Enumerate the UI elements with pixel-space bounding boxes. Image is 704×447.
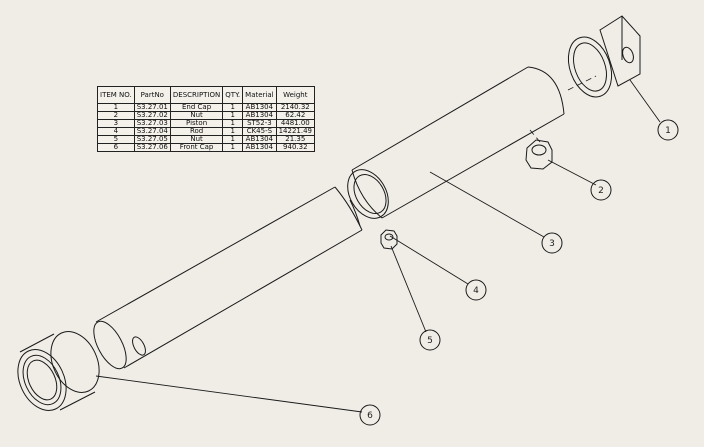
nut-part-5 [380, 229, 398, 250]
callout-3: 3 [541, 232, 563, 254]
callout-5-label: 5 [427, 336, 433, 346]
bom-row: 4 S3.27.04 Rod 1 CK45-S 14221.49 [97, 127, 316, 136]
callout-5: 5 [419, 329, 441, 351]
bom-header-material: Material [242, 86, 277, 104]
bom-header-row: ITEM NO. PartNo DESCRIPTION QTY. Materia… [97, 86, 316, 104]
callout-1: 1 [657, 119, 679, 141]
bom-row: 3 S3.27.03 Piston 1 ST52-3 4481.00 [97, 119, 316, 128]
bom-row: 6 S3.27.06 Front Cap 1 AB1304 940.32 [97, 143, 316, 152]
tube-part [351, 66, 565, 219]
leader-lines [95, 79, 661, 413]
bom-header-weight: Weight [275, 86, 316, 104]
axis-lines [529, 75, 597, 143]
callout-6: 6 [359, 404, 381, 426]
bom-header-qty: QTY. [222, 86, 244, 104]
callout-3-label: 3 [549, 239, 555, 249]
bom-row: 5 S3.27.05 Nut 1 AB1304 21.35 [97, 135, 316, 144]
bom-cell: 1 [222, 143, 244, 152]
callout-4-label: 4 [473, 286, 479, 296]
rod-part [93, 186, 363, 370]
bom-cell: AB1304 [242, 143, 277, 152]
bom-row: 1 S3.27.01 End Cap 1 AB1304 2140.32 [97, 103, 316, 112]
bill-of-materials-table: ITEM NO. PartNo DESCRIPTION QTY. Materia… [97, 86, 316, 152]
bom-header-item-no: ITEM NO. [97, 86, 135, 104]
callout-1-label: 1 [665, 126, 671, 136]
bom-header-partno: PartNo [133, 86, 171, 104]
callout-4: 4 [465, 279, 487, 301]
front-cap-part [17, 331, 100, 411]
callout-2-label: 2 [598, 186, 604, 196]
bom-cell: S3.27.06 [133, 143, 171, 152]
bom-header-description: DESCRIPTION [169, 86, 224, 104]
nut-part-2 [525, 139, 553, 170]
callout-6-label: 6 [367, 411, 373, 421]
bom-cell: Front Cap [169, 143, 224, 152]
bom-cell: 6 [97, 143, 135, 152]
tube-end-ring [347, 169, 389, 219]
callout-2: 2 [590, 179, 612, 201]
end-cap-part [567, 15, 641, 98]
bom-cell: 940.32 [275, 143, 316, 152]
